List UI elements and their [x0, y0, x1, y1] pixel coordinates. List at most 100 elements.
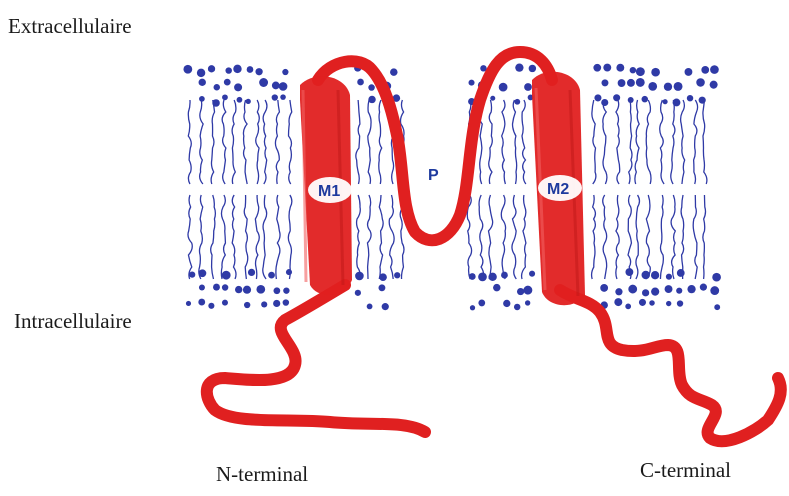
- lipid-tail: [256, 100, 260, 184]
- lipid-head: [613, 94, 620, 101]
- lipid-tail: [592, 195, 596, 279]
- lipid-tail: [671, 100, 675, 184]
- lipid-head: [664, 83, 672, 91]
- lipid-head: [687, 95, 693, 101]
- lipid-head: [199, 96, 205, 102]
- lipid-head: [222, 300, 228, 306]
- lipid-head: [651, 271, 659, 279]
- lipid-tail: [232, 100, 236, 184]
- lipid-head: [625, 303, 631, 309]
- lipid-head: [283, 287, 289, 293]
- m2-label: M2: [547, 181, 569, 198]
- lipid-head: [273, 287, 280, 294]
- lipid-tail: [243, 100, 247, 184]
- lipid-head: [259, 78, 268, 87]
- lipid-head: [517, 288, 524, 295]
- m1-label: M1: [318, 183, 340, 200]
- m1-helix: M1: [300, 76, 352, 295]
- lipid-head: [676, 288, 682, 294]
- lipid-head: [256, 285, 265, 294]
- lipid-head: [213, 284, 220, 291]
- lipid-head: [357, 79, 364, 86]
- pore-label: P: [428, 167, 439, 184]
- lipid-head: [651, 288, 659, 296]
- lipid-head: [642, 96, 648, 102]
- lipid-head: [286, 269, 292, 275]
- lipid-head: [273, 300, 280, 307]
- lipid-head: [666, 301, 671, 306]
- lipid-head: [628, 285, 637, 294]
- lipid-head: [712, 273, 721, 282]
- lipid-tail: [628, 195, 631, 279]
- lipid-head: [699, 97, 706, 104]
- lipid-head: [390, 68, 398, 76]
- lipid-tail: [592, 100, 596, 184]
- lipid-tail: [244, 195, 248, 279]
- lipid-tail: [660, 195, 663, 279]
- lipid-head: [378, 284, 385, 291]
- lipid-head: [237, 97, 243, 103]
- lipid-bilayer-heads: [183, 63, 720, 310]
- lipid-tail: [188, 100, 191, 184]
- lipid-tail: [275, 100, 279, 184]
- lipid-head: [601, 99, 608, 106]
- protein-chain: [207, 52, 781, 441]
- lipid-head: [677, 300, 683, 306]
- lipid-head: [234, 83, 242, 91]
- lipid-head: [186, 301, 191, 306]
- lipid-head: [248, 269, 255, 276]
- lipid-head: [394, 272, 400, 278]
- lipid-head: [642, 289, 649, 296]
- lipid-head: [222, 284, 228, 290]
- lipid-head: [233, 65, 241, 73]
- lipid-head: [674, 82, 683, 91]
- lipid-tail: [646, 195, 650, 279]
- lipid-head: [488, 273, 496, 281]
- lipid-tail: [367, 195, 371, 279]
- lipid-head: [529, 271, 535, 277]
- lipid-head: [368, 96, 375, 103]
- lipid-tail: [199, 195, 203, 279]
- lipid-head: [701, 66, 709, 74]
- lipid-tail: [379, 100, 382, 184]
- lipid-head: [648, 82, 657, 91]
- lipid-tail: [211, 195, 216, 279]
- lipid-head: [208, 65, 215, 72]
- lipid-tail: [646, 100, 651, 184]
- lipid-tail: [616, 100, 620, 184]
- lipid-head: [524, 83, 532, 91]
- lipid-head: [478, 273, 487, 282]
- lipid-tail: [660, 100, 664, 184]
- lipid-head: [525, 300, 530, 305]
- lipid-head: [649, 300, 655, 306]
- lipid-tail: [603, 100, 607, 184]
- lipid-head: [280, 94, 286, 100]
- lipid-tail: [389, 195, 394, 279]
- lipid-head: [189, 272, 195, 278]
- lipid-tail: [255, 195, 259, 279]
- m2-helix: M2: [532, 72, 585, 305]
- lipid-head: [594, 94, 601, 101]
- lipid-head: [529, 65, 536, 72]
- lipid-tail: [703, 100, 707, 184]
- lipid-head: [503, 300, 510, 307]
- c-terminal-tail: [560, 290, 781, 441]
- lipid-head: [710, 286, 719, 295]
- lipid-head: [700, 284, 707, 291]
- lipid-head: [243, 286, 251, 294]
- lipid-tail: [263, 195, 267, 279]
- lipid-head: [225, 67, 231, 73]
- lipid-head: [247, 66, 254, 73]
- lipid-head: [677, 269, 685, 277]
- lipid-head: [696, 78, 705, 87]
- lipid-head: [514, 99, 520, 105]
- lipid-head: [714, 304, 720, 310]
- lipid-tail: [289, 100, 292, 184]
- lipid-head: [355, 290, 361, 296]
- lipid-tail: [368, 100, 371, 184]
- lipid-head: [628, 97, 634, 103]
- lipid-head: [282, 69, 288, 75]
- lipid-head: [199, 269, 207, 277]
- lipid-head: [224, 79, 231, 86]
